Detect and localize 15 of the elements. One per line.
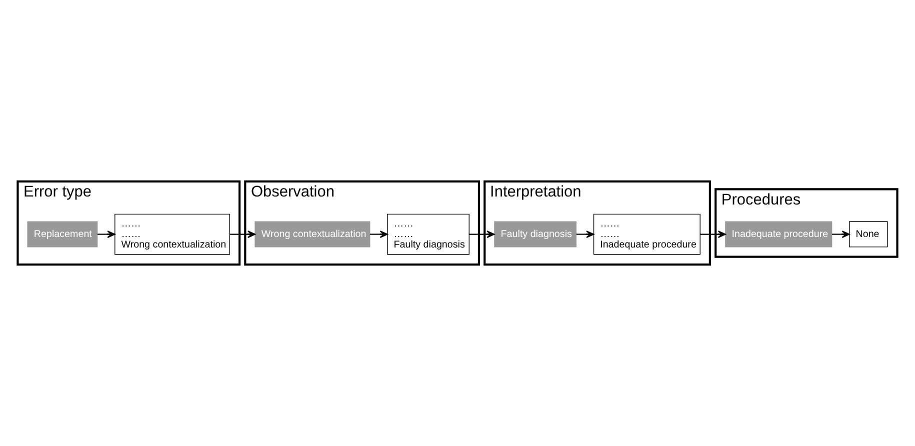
node-box: …… …… Wrong contextualization [114,214,230,255]
node-box: …… …… Inadequate procedure [593,214,700,255]
node-box: …… …… Faulty diagnosis [387,214,470,255]
arrow [576,230,594,238]
node-box: Inadequate procedure [725,221,832,248]
arrow [370,230,388,238]
arrow [230,230,256,238]
node-box: Faulty diagnosis [494,221,577,248]
arrow [700,230,726,238]
arrow [97,230,116,238]
node-box: Replacement [27,221,98,248]
arrow [832,230,850,238]
arrow [469,230,495,238]
node-box: Wrong contextualization [254,221,370,248]
node-box: None [849,221,888,248]
